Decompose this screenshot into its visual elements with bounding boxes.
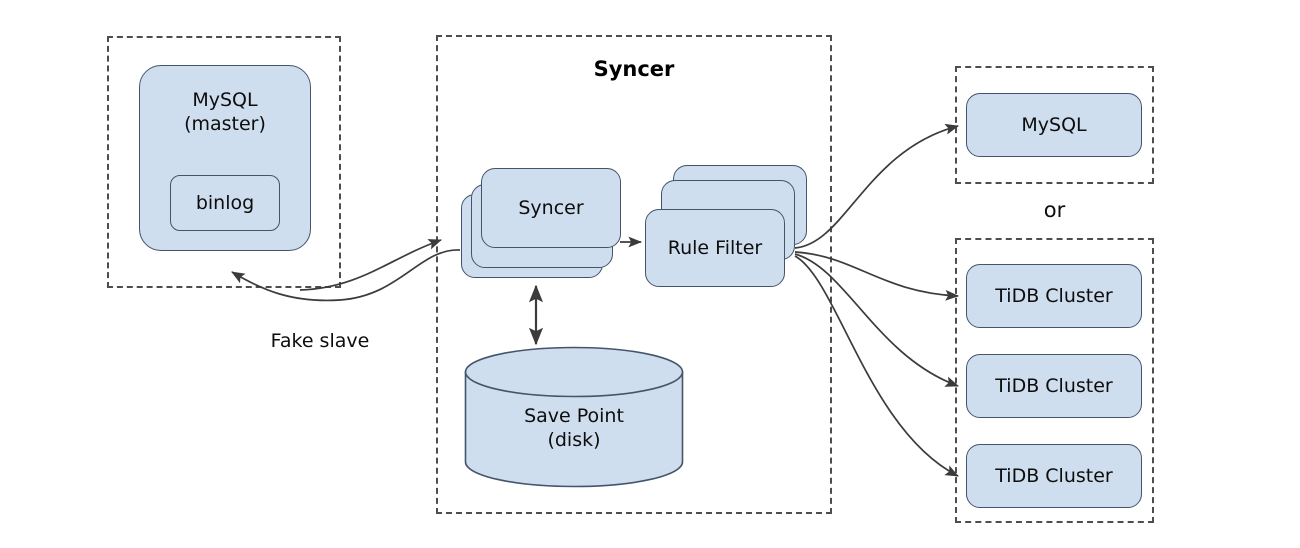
- syncer-group-frame: [436, 35, 832, 514]
- edge-binlog-to-syncer: [299, 239, 442, 291]
- or-label: or: [1043, 198, 1066, 222]
- tidb-cluster-1-label: TiDB Cluster: [995, 284, 1113, 307]
- tidb-cluster-3-label: TiDB Cluster: [995, 464, 1113, 487]
- save-point-node[interactable]: Save Point (disk): [464, 346, 684, 488]
- fake-slave-label: Fake slave: [270, 330, 370, 352]
- syncer-node[interactable]: Syncer: [481, 168, 621, 248]
- target-mysql-node[interactable]: MySQL: [966, 93, 1142, 157]
- edge-fake-slave: [231, 249, 461, 302]
- syncer-group-title: Syncer: [593, 57, 675, 81]
- cylinder-shape: [464, 346, 684, 488]
- rule-filter-node[interactable]: Rule Filter: [645, 209, 785, 287]
- binlog-label: binlog: [195, 191, 255, 214]
- source-group-frame: [107, 36, 341, 288]
- tidb-cluster-3-node[interactable]: TiDB Cluster: [966, 444, 1142, 508]
- target-mysql-label: MySQL: [1021, 113, 1087, 136]
- edge-rule-filter-to-tidb-1: [794, 251, 960, 301]
- edge-rule-filter-to-mysql: [794, 123, 959, 249]
- syncer-node-label: Syncer: [518, 196, 584, 219]
- tidb-cluster-2-label: TiDB Cluster: [995, 374, 1113, 397]
- edge-rule-filter-to-tidb-3: [794, 255, 959, 477]
- tidb-cluster-2-node[interactable]: TiDB Cluster: [966, 354, 1142, 418]
- binlog-node[interactable]: binlog: [170, 175, 280, 231]
- edge-rule-filter-to-tidb-2: [794, 253, 959, 387]
- mysql-master-label: MySQL (master): [184, 89, 266, 136]
- tidb-cluster-1-node[interactable]: TiDB Cluster: [966, 264, 1142, 328]
- rule-filter-label: Rule Filter: [667, 236, 763, 259]
